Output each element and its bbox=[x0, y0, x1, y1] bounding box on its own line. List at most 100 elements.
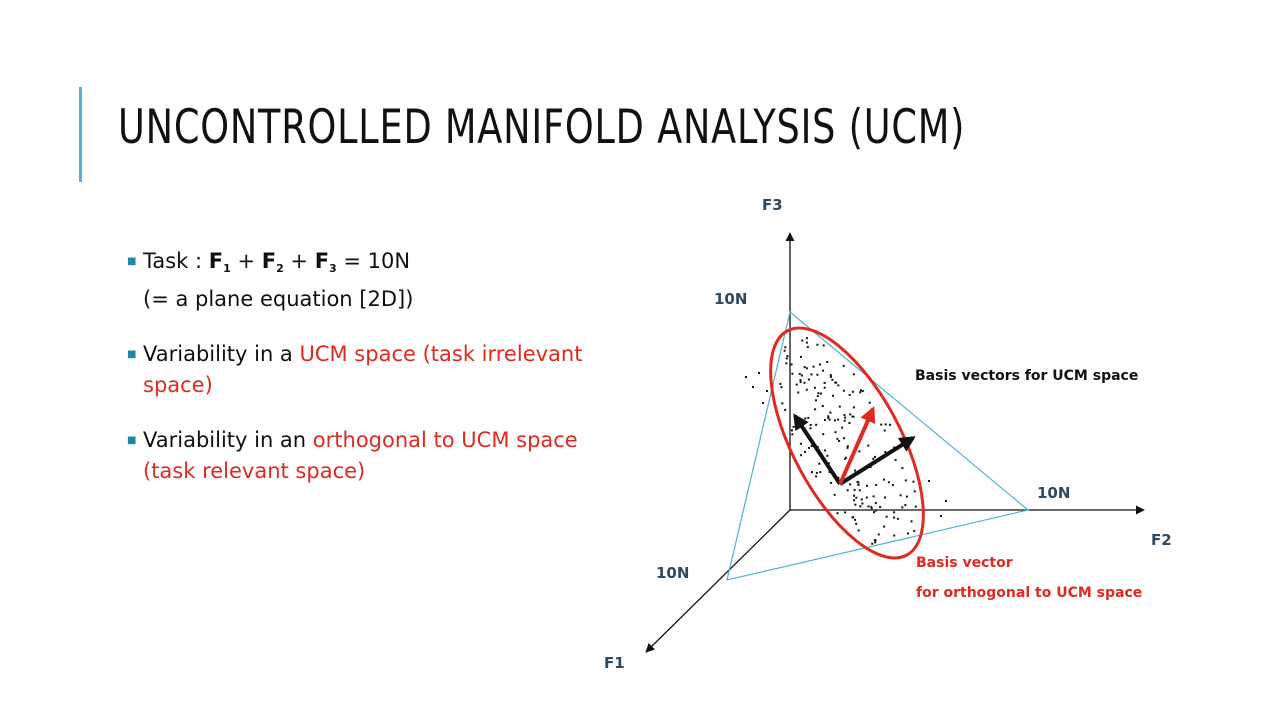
slide-title: UNCONTROLLED MANIFOLD ANALYSIS (UCM) bbox=[118, 100, 966, 155]
scatter-point bbox=[870, 505, 873, 508]
scatter-point bbox=[837, 418, 840, 421]
scatter-point bbox=[799, 442, 802, 445]
task-f1-sub: 1 bbox=[223, 262, 231, 275]
scatter-point bbox=[805, 341, 808, 344]
scatter-point bbox=[799, 381, 802, 384]
scatter-point bbox=[762, 402, 764, 404]
scatter-point bbox=[811, 471, 813, 474]
scatter-point bbox=[859, 391, 862, 394]
scatter-point bbox=[824, 449, 827, 452]
scatter-point bbox=[867, 505, 870, 508]
scatter-point bbox=[822, 369, 824, 372]
scatter-point bbox=[830, 481, 833, 484]
axis-f1-line bbox=[645, 509, 791, 653]
scatter-point bbox=[846, 445, 849, 448]
task-f3: F bbox=[314, 249, 330, 273]
scatter-point bbox=[868, 401, 871, 404]
task-f2-sub: 2 bbox=[276, 262, 284, 275]
scatter-point bbox=[792, 425, 795, 428]
scatter-point bbox=[914, 505, 917, 508]
scatter-point bbox=[779, 382, 782, 385]
task-prefix: Task : bbox=[143, 249, 209, 273]
scatter-point bbox=[834, 381, 837, 384]
bullet-list: ■ Task : F1 + F2 + F3 = 10N (= a plane e… bbox=[127, 246, 597, 511]
scatter-point bbox=[841, 426, 844, 429]
scatter-point bbox=[852, 516, 855, 519]
bullet-marker-icon: ■ bbox=[127, 256, 137, 267]
scatter-point bbox=[809, 427, 812, 430]
bullet-marker-icon: ■ bbox=[127, 435, 137, 446]
scatter-point bbox=[912, 480, 915, 483]
scatter-point bbox=[814, 408, 817, 411]
scatter-point bbox=[806, 345, 809, 348]
scatter-point bbox=[872, 457, 875, 460]
scatter-point bbox=[800, 355, 802, 358]
scatter-point bbox=[812, 365, 815, 368]
scatter-point bbox=[853, 499, 856, 502]
scatter-point bbox=[901, 467, 904, 470]
scatter-point bbox=[809, 424, 812, 426]
scatter-point bbox=[874, 541, 877, 544]
scatter-point bbox=[848, 422, 851, 424]
scatter-point bbox=[781, 402, 784, 405]
scatter-point bbox=[824, 419, 826, 421]
scatter-point bbox=[829, 411, 832, 414]
scatter-point bbox=[823, 381, 826, 384]
scatter-point bbox=[848, 393, 851, 396]
scatter-point bbox=[766, 390, 768, 392]
scatter-point bbox=[893, 511, 896, 514]
scatter-point bbox=[815, 423, 818, 426]
scatter-point bbox=[807, 378, 810, 381]
bullet-task: ■ Task : F1 + F2 + F3 = 10N (= a plane e… bbox=[127, 246, 597, 315]
scatter-point bbox=[857, 483, 860, 486]
scatter-point bbox=[880, 423, 883, 426]
scatter-point bbox=[843, 437, 846, 440]
scatter-point bbox=[805, 337, 808, 340]
scatter-point bbox=[852, 373, 855, 376]
scatter-point bbox=[861, 502, 864, 505]
scatter-point bbox=[844, 511, 847, 514]
scatter-point bbox=[798, 373, 801, 375]
orth-basis-vector bbox=[838, 406, 876, 485]
scatter-point bbox=[810, 373, 813, 376]
scatter-point bbox=[940, 515, 942, 517]
bullet-ucm: ■ Variability in a UCM space (task irrel… bbox=[127, 339, 597, 401]
title-accent-bar bbox=[79, 87, 82, 182]
scatter-point bbox=[832, 394, 834, 397]
ucm-prefix: Variability in a bbox=[143, 342, 300, 366]
scatter-point bbox=[874, 509, 877, 512]
scatter-point bbox=[865, 496, 868, 499]
scatter-point bbox=[815, 471, 818, 474]
scatter-point bbox=[827, 462, 830, 465]
task-f1: F bbox=[208, 249, 224, 273]
scatter-point bbox=[871, 542, 874, 545]
scatter-point bbox=[808, 446, 810, 449]
scatter-point bbox=[842, 389, 845, 392]
scatter-point bbox=[870, 507, 873, 510]
scatter-point bbox=[833, 493, 836, 496]
scatter-point bbox=[884, 451, 887, 453]
scatter-point bbox=[818, 462, 821, 465]
scatter-point bbox=[838, 440, 841, 442]
scatter-point bbox=[883, 429, 886, 432]
scatter-point bbox=[827, 416, 830, 419]
scatter-point bbox=[836, 437, 839, 440]
scatter-point bbox=[906, 532, 909, 535]
scatter-point bbox=[891, 484, 894, 487]
scatter-point bbox=[784, 408, 787, 411]
scatter-point bbox=[904, 504, 907, 507]
scatter-point bbox=[804, 450, 806, 453]
intercept-f3-label: 10N bbox=[714, 290, 747, 308]
scatter-point bbox=[853, 406, 855, 409]
task-line-2: (= a plane equation [2D]) bbox=[143, 287, 414, 311]
scatter-point bbox=[872, 419, 875, 422]
scatter-point bbox=[867, 444, 870, 447]
task-plus-2: + bbox=[283, 249, 315, 273]
scatter-point bbox=[820, 392, 822, 395]
axis-f3-label: F3 bbox=[762, 196, 783, 214]
scatter-point bbox=[913, 529, 916, 532]
scatter-point bbox=[858, 489, 861, 492]
scatter-point bbox=[843, 414, 846, 417]
scatter-point bbox=[855, 522, 858, 525]
